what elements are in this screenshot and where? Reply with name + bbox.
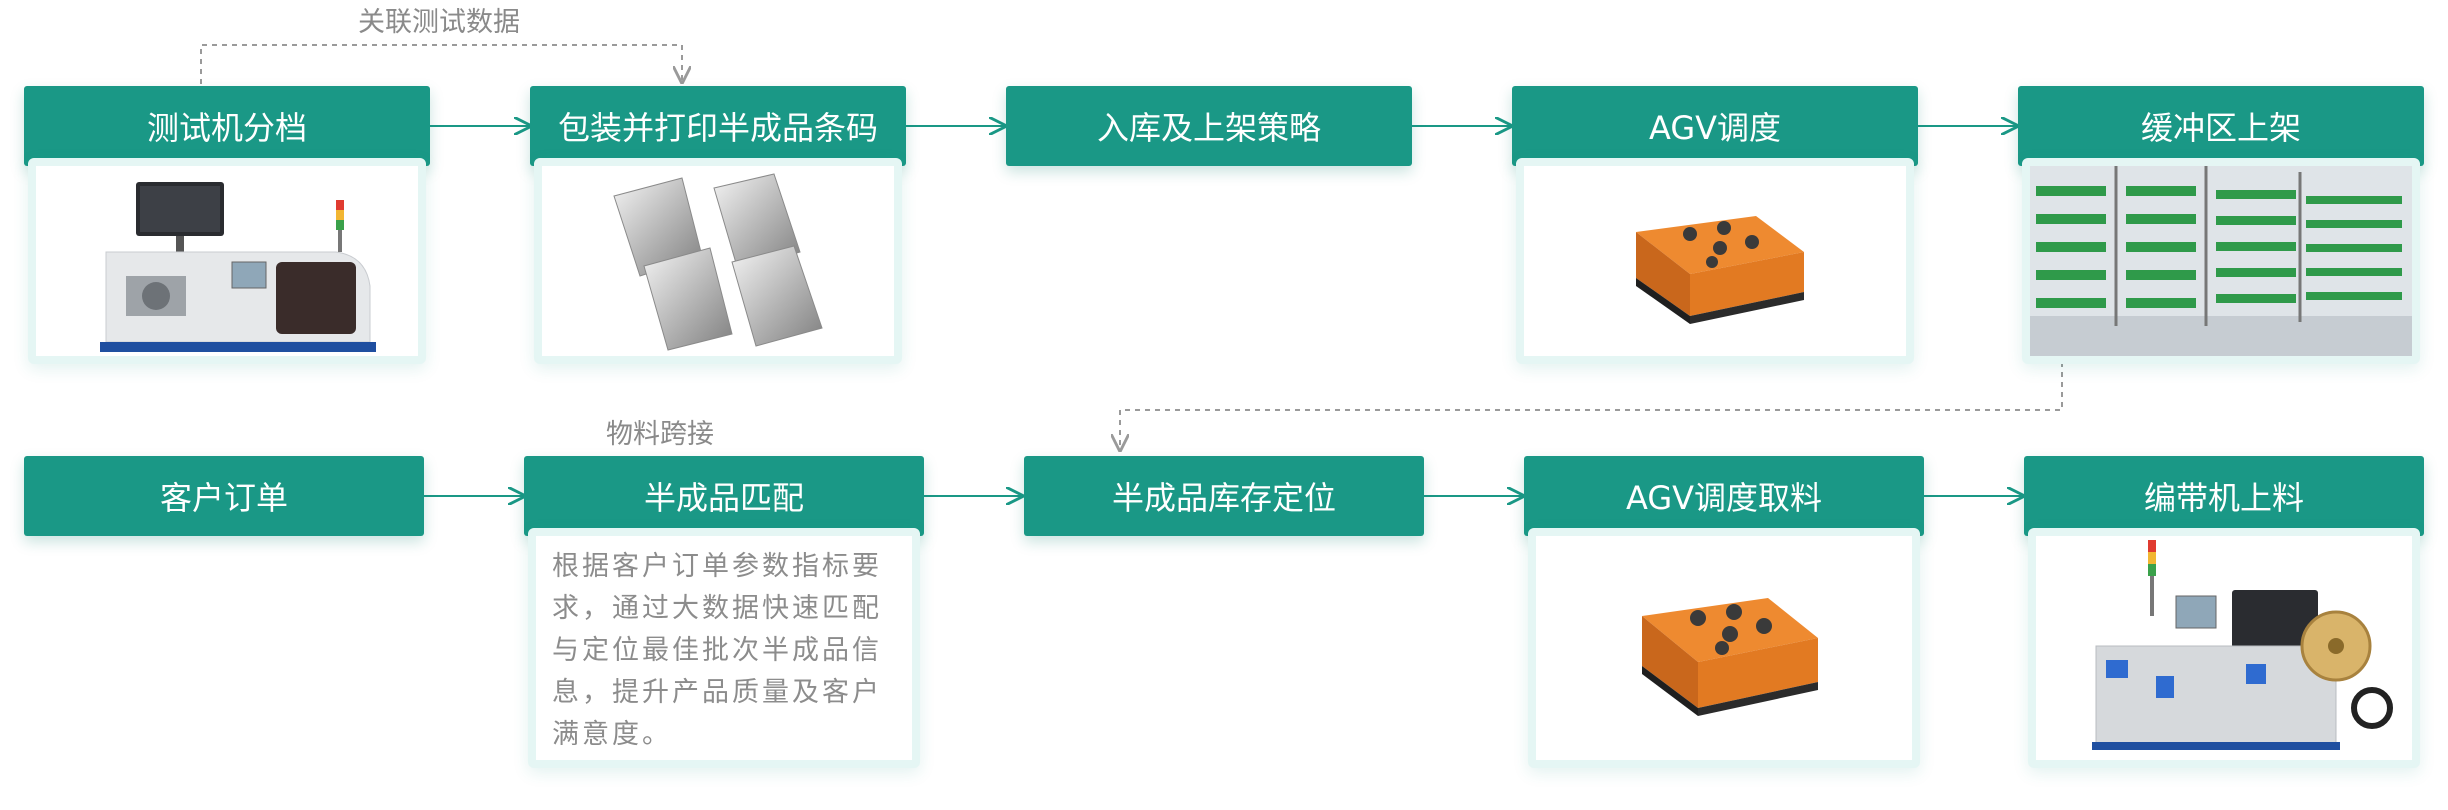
step-buffer-shelving-label: 缓冲区上架 (2140, 109, 2301, 147)
step-stock-locate-label: 半成品库存定位 (1111, 479, 1336, 517)
step-test-grading-label: 测试机分档 (146, 109, 307, 147)
step-customer-order[interactable]: 客户订单 (24, 456, 424, 536)
step-storage-strategy-label: 入库及上架策略 (1096, 109, 1321, 147)
agv-robot-icon (1636, 216, 1804, 324)
step-pack-print[interactable]: 包装并打印半成品条码 (530, 86, 906, 166)
step-taping-loading[interactable]: 编带机上料 (2024, 456, 2424, 536)
step-semi-match-label: 半成品匹配 (643, 479, 804, 517)
step-taping-loading-label: 编带机上料 (2143, 479, 2304, 517)
panel-warehouse (2022, 158, 2420, 364)
step-semi-match[interactable]: 半成品匹配 (524, 456, 924, 536)
step-buffer-shelving[interactable]: 缓冲区上架 (2018, 86, 2424, 166)
agv-robot-icon (1642, 598, 1818, 716)
step-stock-locate[interactable]: 半成品库存定位 (1024, 456, 1424, 536)
step-agv-dispatch-label: AGV调度 (1648, 109, 1782, 147)
step-customer-order-label: 客户订单 (159, 479, 288, 517)
panel-test-machine (28, 158, 426, 364)
taping-machine-icon (2092, 540, 2393, 750)
panel-foil-bags (534, 158, 902, 364)
test-machine-icon (100, 182, 376, 352)
step-agv-dispatch[interactable]: AGV调度 (1512, 86, 1918, 166)
foil-bags-icon (613, 173, 823, 351)
note-material-crossdock: 物料跨接 (606, 419, 714, 450)
dashed-link-buffer-to-stock (1120, 362, 2063, 450)
dashed-link-test-data (200, 44, 682, 84)
panel-taping-machine (2028, 528, 2420, 768)
warehouse-rack-icon (2030, 166, 2412, 356)
panel-match-description: 根据客户订单参数指标要求，通过大数据快速匹配与定位最佳批次半成品信息，提升产品质… (528, 528, 920, 768)
match-description-text: 根据客户订单参数指标要求，通过大数据快速匹配与定位最佳批次半成品信息，提升产品质… (552, 551, 882, 750)
step-agv-pickup[interactable]: AGV调度取料 (1524, 456, 1924, 536)
step-pack-print-label: 包装并打印半成品条码 (557, 109, 878, 147)
step-storage-strategy[interactable]: 入库及上架策略 (1006, 86, 1412, 166)
step-agv-pickup-label: AGV调度取料 (1625, 479, 1823, 517)
note-test-data: 关联测试数据 (358, 7, 520, 38)
panel-agv-2 (1528, 528, 1920, 768)
panel-agv-1 (1516, 158, 1914, 364)
step-test-grading[interactable]: 测试机分档 (24, 86, 430, 166)
